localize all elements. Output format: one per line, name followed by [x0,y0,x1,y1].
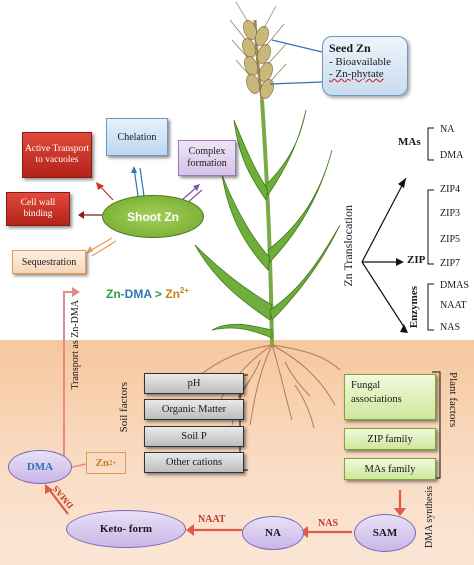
soil-zn-charge: 2+ [108,459,117,467]
dma-ellipse: DMA [8,450,72,484]
dma-synthesis-label: DMA synthesis [424,486,435,548]
soil-factor-ph: pH [144,373,244,394]
mas-label: MAs [398,136,421,148]
enzyme-naat: NAAT [440,300,467,311]
roots-drawing [199,344,341,429]
transport-zn-dma-label: Transport as Zn-DMA [70,300,81,390]
soil-factor-other-cations: Other cations [144,452,244,473]
leaves [194,109,341,339]
keto-form-ellipse: Keto- form [66,510,186,548]
soil-factor-soil-p: Soil P [144,426,244,447]
seed-zn-phytate: - Zn-phytate [329,68,384,80]
enzymes-label: Enzymes [408,286,420,329]
soil-factor-organic-matter: Organic Matter [144,399,244,420]
mas-na: NA [440,124,455,135]
sequestration-box: Sequestration [12,250,86,274]
zip3: ZIP3 [440,208,460,219]
translocation-arrows [361,177,407,331]
plant-factor-zip-family: ZIP family [344,428,436,450]
wheat-awns [229,1,287,83]
zip5: ZIP5 [440,234,460,245]
mas-dma: DMA [440,150,464,161]
gt-sign: > [151,287,166,301]
translocation-label: Zn Translocation [341,205,355,287]
cycle-arrows [47,487,402,534]
chelation-box: Chelation [106,118,168,156]
shoot-zn-ellipse: Shoot Zn [102,195,204,238]
naat-label: NAAT [198,514,226,525]
enzyme-dmas: DMAS [440,280,469,291]
plant-factors-label: Plant factors [447,372,459,428]
zip7: ZIP7 [440,258,460,269]
seed-zn-title: Seed Zn [329,41,371,55]
active-transport-box: Active Transport to vacuoles [22,132,92,178]
cell-wall-binding-box: Cell wall binding [6,192,70,226]
seed-zn-bioavailable: - Bioavailable [329,56,392,68]
zn-ion-charge: 2+ [179,286,190,295]
zn-label: Zn- [106,287,125,301]
brackets [239,127,441,479]
soil-factors-label: Soil factors [118,382,130,433]
dma-label: DMA [124,287,152,301]
zn-dma-equation: Zn-DMA > Zn2+ [106,286,189,301]
nas-label: NAS [318,518,339,529]
plant-factor-mas-family: MAs family [344,458,436,480]
soil-zn-label: Zn [95,457,109,469]
zip-label: ZIP [407,254,426,266]
zip4: ZIP4 [440,184,460,195]
sam-ellipse: SAM [354,514,416,552]
na-ellipse: NA [242,516,304,550]
plant-factor-fungal: Fungal associations [344,374,436,420]
complex-formation-box: Complex formation [178,140,236,176]
enzyme-nas: NAS [440,322,461,333]
wheat-spike [242,20,274,99]
zn-ion: Zn [165,287,180,301]
seed-zn-box: Seed Zn - Bioavailable - Zn-phytate [322,36,408,96]
